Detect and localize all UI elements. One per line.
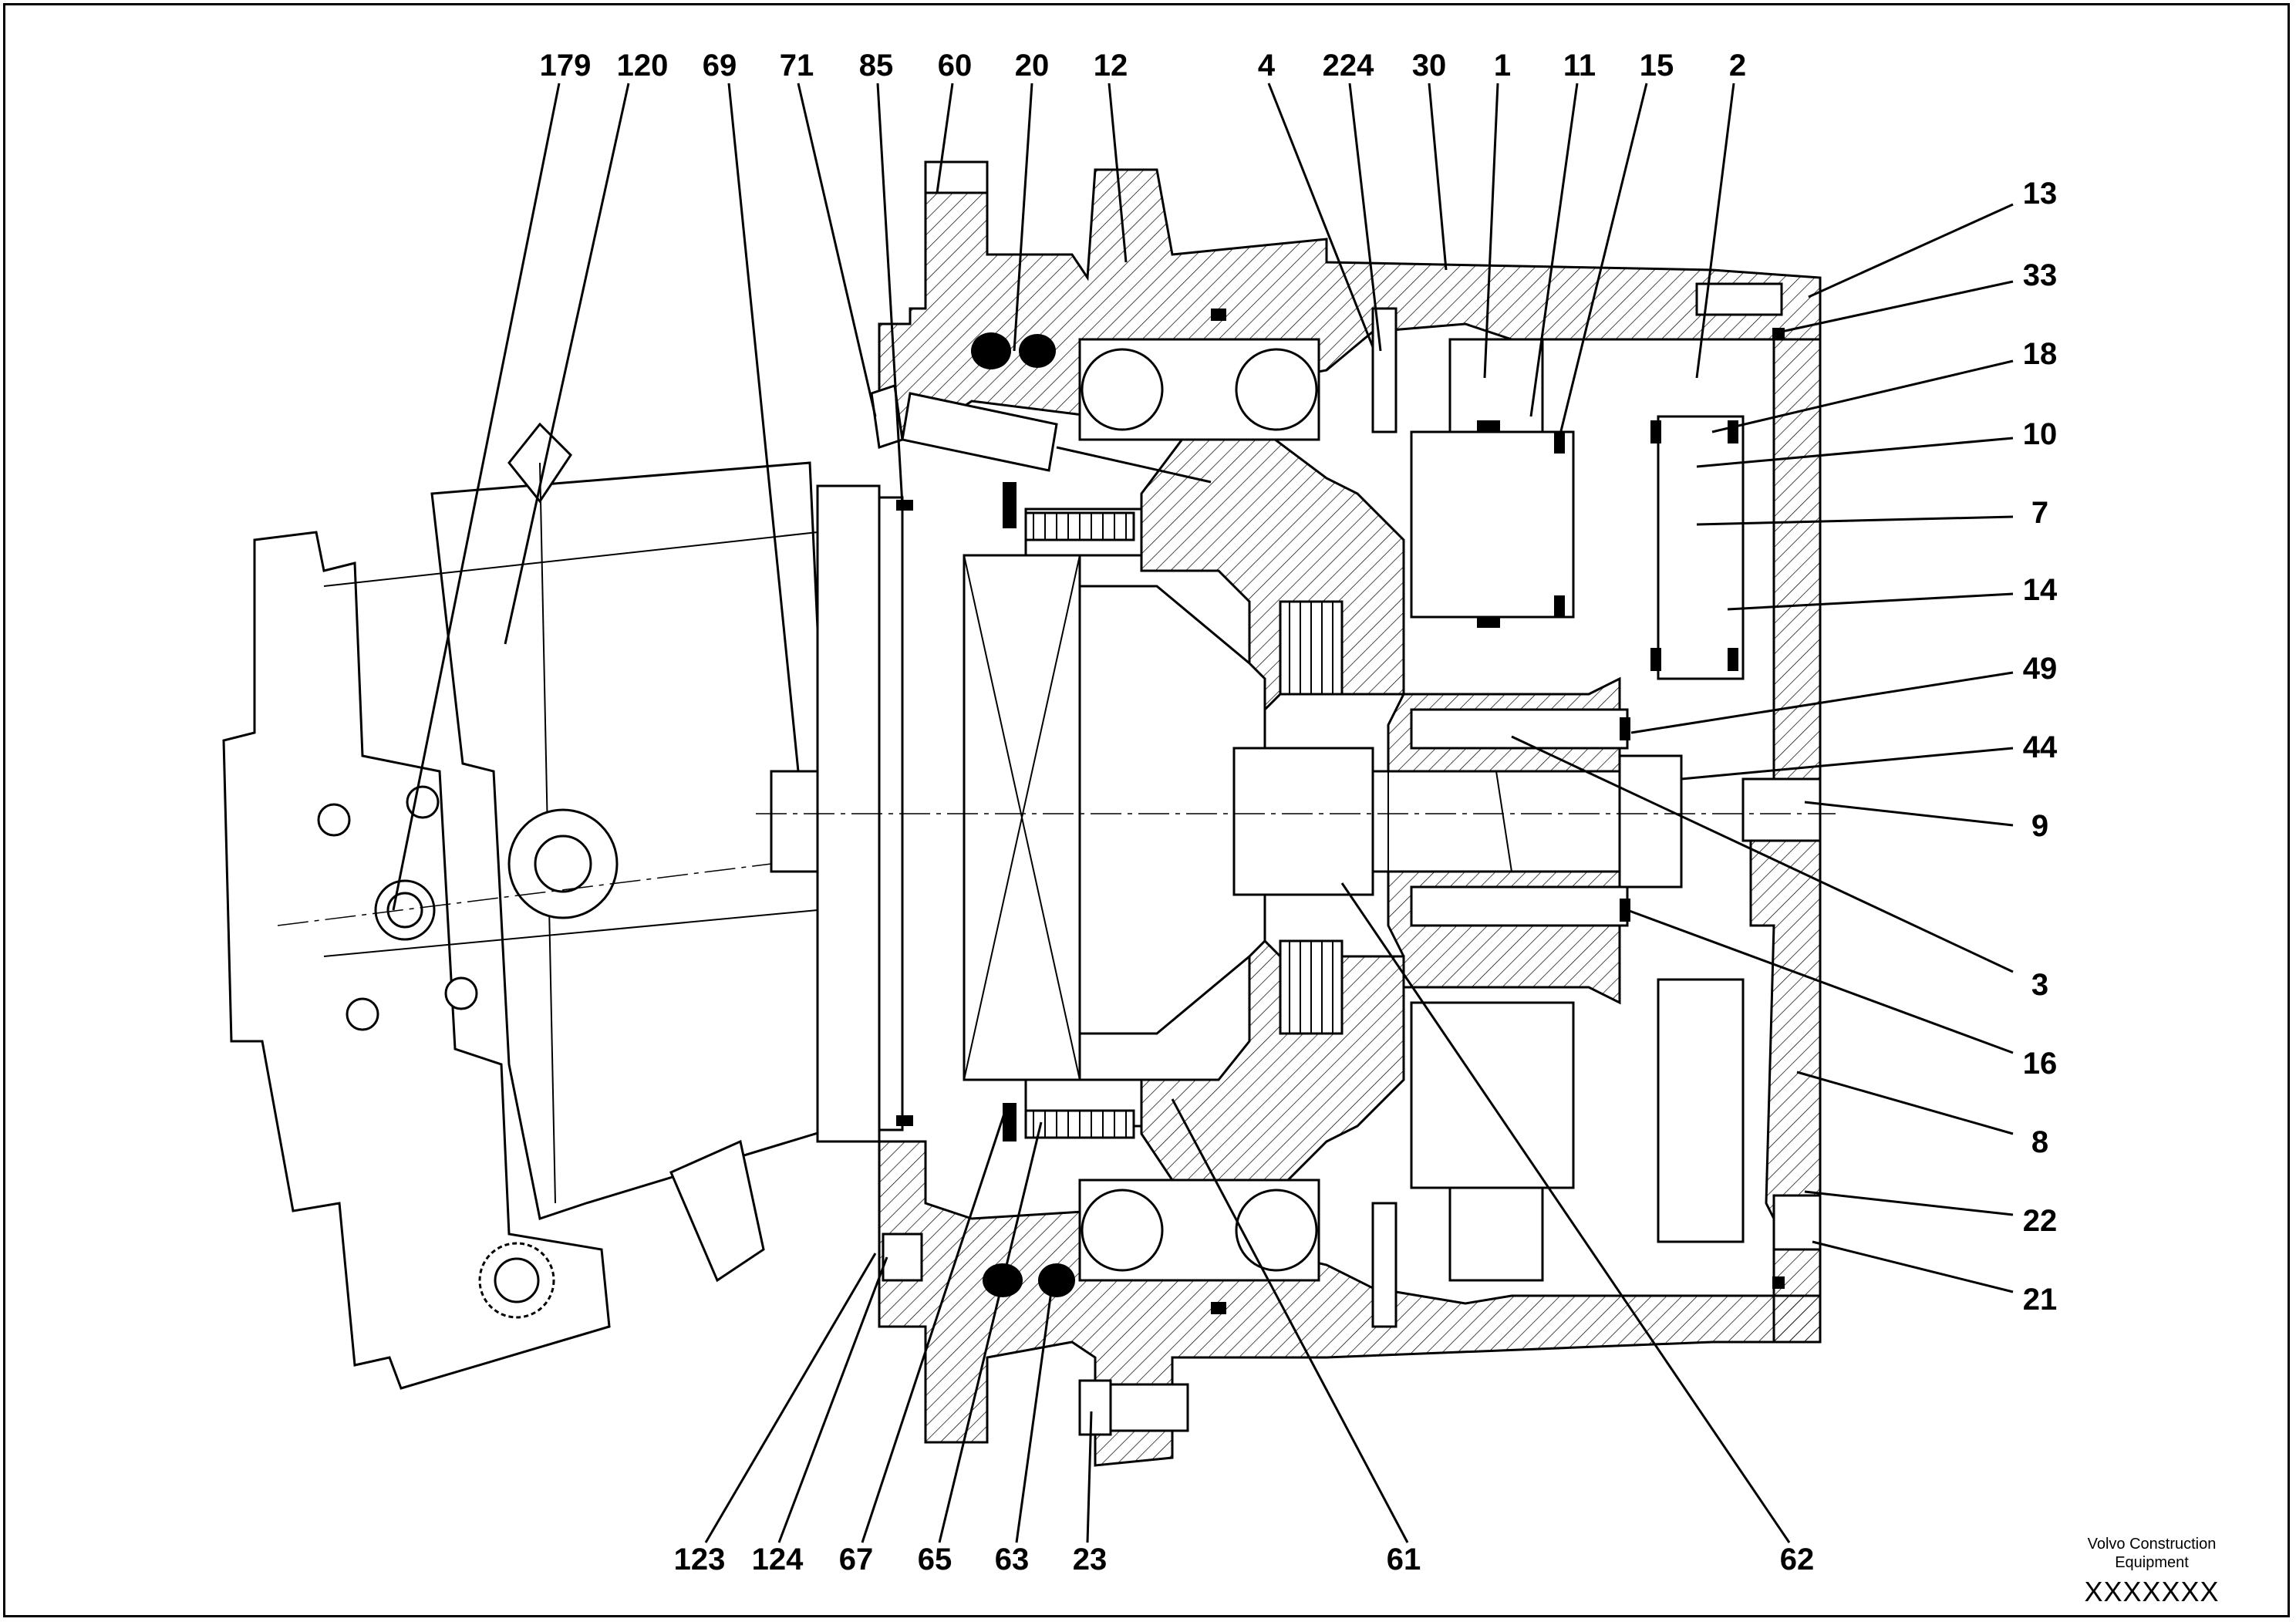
- leader-lines: [392, 83, 2014, 1543]
- cylinder-block: [963, 508, 1266, 1128]
- callout-62: 62: [1780, 1543, 1815, 1576]
- callout-123: 123: [674, 1543, 726, 1576]
- callout-4: 4: [1258, 49, 1276, 83]
- callouts-right: 13 33 18 10 7 14 49 44 9 3 16 8 22 21: [2023, 177, 2058, 1317]
- callout-179: 179: [540, 49, 592, 83]
- callout-8: 8: [2031, 1125, 2048, 1159]
- callout-85: 85: [859, 49, 894, 83]
- part-number: XXXXXXX: [2084, 1576, 2220, 1607]
- brand-caption: Volvo Construction Equipment: [2087, 1536, 2217, 1571]
- callout-20: 20: [1015, 49, 1050, 83]
- callout-30: 30: [1412, 49, 1447, 83]
- callout-120: 120: [617, 49, 669, 83]
- callout-9: 9: [2031, 809, 2048, 843]
- callout-63: 63: [995, 1543, 1030, 1576]
- callout-33: 33: [2023, 258, 2058, 292]
- callout-10: 10: [2023, 417, 2058, 451]
- callouts-top: 179 120 69 71 85 60 20 12 4 224 30 1 11 …: [540, 49, 1747, 83]
- callout-60: 60: [938, 49, 973, 83]
- callout-18: 18: [2023, 337, 2058, 371]
- callout-2: 2: [1729, 49, 1746, 83]
- callout-12: 12: [1094, 49, 1128, 83]
- brake-springs: [1024, 307, 1397, 1328]
- callout-14: 14: [2023, 573, 2058, 607]
- callout-13: 13: [2023, 177, 2058, 211]
- callout-65: 65: [918, 1543, 952, 1576]
- hydraulic-motor-body: [222, 422, 842, 1390]
- brake-disks: [1279, 600, 1344, 1035]
- bolts: [882, 160, 1822, 1436]
- callout-71: 71: [780, 49, 814, 83]
- callout-11: 11: [1563, 49, 1596, 83]
- planet-gears: [1410, 338, 1745, 1282]
- callout-22: 22: [2023, 1204, 2058, 1238]
- callouts-bottom: 123 124 67 65 63 23 61 62: [674, 1543, 1815, 1576]
- callout-7: 7: [2031, 496, 2048, 530]
- callout-23: 23: [1073, 1543, 1108, 1576]
- drawing-frame: [3, 3, 2290, 1617]
- callout-1: 1: [1494, 49, 1511, 83]
- callout-67: 67: [839, 1543, 874, 1576]
- callout-3: 3: [2031, 968, 2048, 1002]
- callout-49: 49: [2023, 652, 2058, 686]
- callout-224: 224: [1323, 49, 1374, 83]
- callout-21: 21: [2023, 1283, 2058, 1317]
- sun-shaft: [1232, 708, 1822, 927]
- callout-44: 44: [2023, 730, 2058, 764]
- main-bearings: [1078, 338, 1320, 1282]
- callout-124: 124: [752, 1543, 804, 1576]
- callout-69: 69: [703, 49, 737, 83]
- callout-16: 16: [2023, 1047, 2058, 1081]
- inlet-fitting: [870, 384, 1212, 484]
- callout-61: 61: [1387, 1543, 1421, 1576]
- callout-15: 15: [1640, 49, 1674, 83]
